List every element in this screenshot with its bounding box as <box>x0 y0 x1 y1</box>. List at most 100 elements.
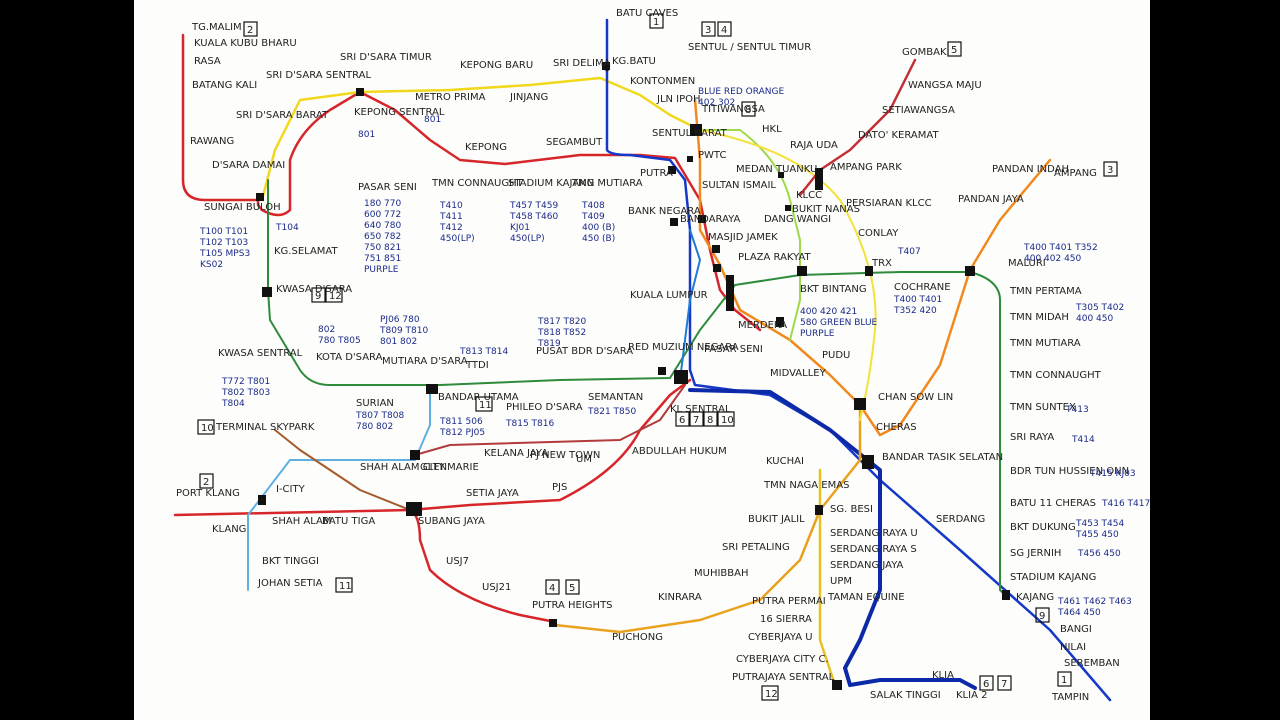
station-label-johan-setia[interactable]: JOHAN SETIA <box>257 578 323 589</box>
station-label-mutiara-dsara[interactable]: MUTIARA D'SARA <box>382 356 468 367</box>
station-label-putra-permai[interactable]: PUTRA PERMAI <box>752 596 826 607</box>
station-label-bukit-jalil[interactable]: BUKIT JALIL <box>748 514 805 525</box>
station-label-putrajaya-sentral[interactable]: PUTRAJAYA SENTRAL <box>732 672 835 683</box>
station-label-pusat-bdr-dsara[interactable]: PUSAT BDR D'SARA <box>536 346 633 357</box>
station-label-cheras[interactable]: CHERAS <box>876 422 917 433</box>
station-label-chan-sow-lin[interactable]: CHAN SOW LIN <box>878 392 953 403</box>
station-label-kepong[interactable]: KEPONG <box>465 142 507 153</box>
station-label-kinrara[interactable]: KINRARA <box>658 592 702 603</box>
station-label-rasa[interactable]: RASA <box>194 56 221 67</box>
station-label-sentul[interactable]: SENTUL / SENTUL TIMUR <box>688 42 811 53</box>
station-label-ampang[interactable]: AMPANG <box>1054 168 1097 179</box>
station-label-upm[interactable]: UPM <box>830 576 852 587</box>
station-label-dato-keramat[interactable]: DATO' KERAMAT <box>858 130 939 141</box>
station-label-tmn-pertama[interactable]: TMN PERTAMA <box>1009 286 1082 297</box>
station-label-putra-heights[interactable]: PUTRA HEIGHTS <box>532 600 613 611</box>
station-label-tmn-midah[interactable]: TMN MIDAH <box>1009 312 1069 323</box>
station-label-cochrane[interactable]: COCHRANE <box>894 282 951 293</box>
station-label-serdang-jaya[interactable]: SERDANG JAYA <box>830 560 904 571</box>
station-label-salak-tinggi[interactable]: SALAK TINGGI <box>870 690 941 701</box>
station-label-abdullah-hukum[interactable]: ABDULLAH HUKUM <box>632 446 727 457</box>
station-label-surian[interactable]: SURIAN <box>356 398 394 409</box>
station-label-kepong-sentral[interactable]: KEPONG SENTRAL <box>354 107 445 118</box>
station-label-tg-malim[interactable]: TG.MALIM <box>191 22 242 33</box>
station-label-midvalley[interactable]: MIDVALLEY <box>770 368 827 379</box>
station-label-dang-wangi[interactable]: DANG WANGI <box>764 214 831 225</box>
station-label-red-muzium-negara[interactable]: RED MUZIUM NEGARA <box>628 342 739 353</box>
station-label-usj21[interactable]: USJ21 <box>482 582 511 593</box>
station-label-pasar-seni-kl[interactable]: PASAR SENI <box>704 344 763 355</box>
station-label-subang-jaya[interactable]: SUBANG JAYA <box>418 516 485 527</box>
station-label-nilai[interactable]: NILAI <box>1060 642 1086 653</box>
station-label-um[interactable]: UM <box>576 454 592 465</box>
station-label-kuchai[interactable]: KUCHAI <box>766 456 804 467</box>
station-label-sri-dsara-sentral[interactable]: SRI D'SARA SENTRAL <box>266 70 371 81</box>
station-label-sri-dsara-timur[interactable]: SRI D'SARA TIMUR <box>340 52 432 63</box>
station-label-port-klang[interactable]: PORT KLANG <box>176 488 240 499</box>
station-label-sri-dsara-barat[interactable]: SRI D'SARA BARAT <box>236 110 329 121</box>
station-label-kuala-lumpur[interactable]: KUALA LUMPUR <box>630 290 708 301</box>
station-label-conlay[interactable]: CONLAY <box>858 228 899 239</box>
station-label-tmn-connaught-w[interactable]: TMN CONNAUGHT <box>431 178 524 189</box>
station-label-hkl[interactable]: HKL <box>762 124 782 135</box>
station-label-tmn-connaught-e[interactable]: TMN CONNAUGHT <box>1009 370 1102 381</box>
station-label-pandan-jaya[interactable]: PANDAN JAYA <box>958 194 1024 205</box>
station-label-cyberjaya-city-c[interactable]: CYBERJAYA CITY C. <box>736 654 829 665</box>
station-label-tmn-mutiara[interactable]: TMN MUTIARA <box>1009 338 1081 349</box>
station-label-tmn-naga-emas[interactable]: TMN NAGA EMAS <box>763 480 849 491</box>
station-label-pj-new-town[interactable]: PJ NEW TOWN <box>530 450 600 461</box>
station-label-shah-alam[interactable]: SHAH ALAM <box>272 516 332 527</box>
station-label-kwasa-dsara[interactable]: KWASA D'SARA <box>276 284 352 295</box>
station-label-bangi[interactable]: BANGI <box>1060 624 1092 635</box>
station-label-16-sierra[interactable]: 16 SIERRA <box>760 614 812 625</box>
station-label-trx[interactable]: TRX <box>871 258 892 269</box>
station-label-bank-negara[interactable]: BANK NEGARA <box>628 206 701 217</box>
station-label-metro-prima[interactable]: METRO PRIMA <box>415 92 486 103</box>
station-label-kg-selamat[interactable]: KG.SELAMAT <box>274 246 338 257</box>
station-label-sungai-buloh[interactable]: SUNGAI BULOH <box>204 202 281 213</box>
station-label-cyberjaya-u[interactable]: CYBERJAYA U <box>748 632 813 643</box>
station-label-plaza-rakyat[interactable]: PLAZA RAKYAT <box>738 252 812 263</box>
station-label-puchong[interactable]: PUCHONG <box>612 632 663 643</box>
station-label-pjs[interactable]: PJS <box>552 482 567 493</box>
station-label-usj7[interactable]: USJ7 <box>446 556 469 567</box>
station-label-titiwangsa[interactable]: TITIWANGSA <box>701 104 765 115</box>
station-label-stadium-kajang-w[interactable]: STADIUM KAJANG <box>508 178 594 189</box>
station-label-persiaran-klcc[interactable]: PERSIARAN KLCC <box>846 198 932 209</box>
station-label-kelana-jaya[interactable]: KELANA JAYA <box>484 448 548 459</box>
station-label-setia-jaya[interactable]: SETIA JAYA <box>466 488 519 499</box>
station-label-klia2[interactable]: KLIA 2 <box>956 690 987 701</box>
station-label-klia[interactable]: KLIA <box>932 670 954 681</box>
station-label-kota-dsara[interactable]: KOTA D'SARA <box>316 352 383 363</box>
station-label-batang-kali[interactable]: BATANG KALI <box>192 80 257 91</box>
station-label-stadium-kajang[interactable]: STADIUM KAJANG <box>1010 572 1096 583</box>
station-label-dsara-damai[interactable]: D'SARA DAMAI <box>212 160 285 171</box>
station-label-kl-sentral[interactable]: KL SENTRAL <box>670 404 731 415</box>
station-label-pasar-seni-w[interactable]: PASAR SENI <box>358 182 417 193</box>
station-label-glenmarie[interactable]: GLENMARIE <box>420 462 479 473</box>
station-label-bandar-tasik-selatan[interactable]: BANDAR TASIK SELATAN <box>882 452 1003 463</box>
station-label-kg-batu[interactable]: KG.BATU <box>612 56 656 67</box>
station-label-semantan[interactable]: SEMANTAN <box>588 392 643 403</box>
station-label-serdang[interactable]: SERDANG <box>936 514 985 525</box>
station-label-pwtc[interactable]: PWTC <box>698 150 726 161</box>
station-label-kepong-baru[interactable]: KEPONG BARU <box>460 60 533 71</box>
station-label-tmn-mutiara-w[interactable]: TMN MUTIARA <box>571 178 643 189</box>
station-label-rawang[interactable]: RAWANG <box>190 136 234 147</box>
station-label-batu-tiga[interactable]: BATU TIGA <box>322 516 375 527</box>
station-label-raja-uda[interactable]: RAJA UDA <box>790 140 838 151</box>
station-label-kajang[interactable]: KAJANG <box>1016 592 1054 603</box>
station-label-sultan-ismail[interactable]: SULTAN ISMAIL <box>702 180 776 191</box>
station-label-terminal-skypark[interactable]: TERMINAL SKYPARK <box>215 422 315 433</box>
station-label-wangsa-maju[interactable]: WANGSA MAJU <box>908 80 982 91</box>
station-label-sg-besi[interactable]: SG. BESI <box>830 504 873 515</box>
station-label-sri-delima[interactable]: SRI DELIMA <box>553 58 611 69</box>
station-label-kwasa-sentral[interactable]: KWASA SENTRAL <box>218 348 303 359</box>
station-label-klang[interactable]: KLANG <box>212 524 246 535</box>
station-label-jln-ipoh[interactable]: JLN IPOH <box>656 94 701 105</box>
station-label-kuala-kubu-bharu[interactable]: KUALA KUBU BHARU <box>194 38 297 49</box>
station-label-klcc[interactable]: KLCC <box>796 190 822 201</box>
station-label-i-city[interactable]: I-CITY <box>276 484 306 495</box>
station-label-gombak[interactable]: GOMBAK <box>902 47 947 58</box>
